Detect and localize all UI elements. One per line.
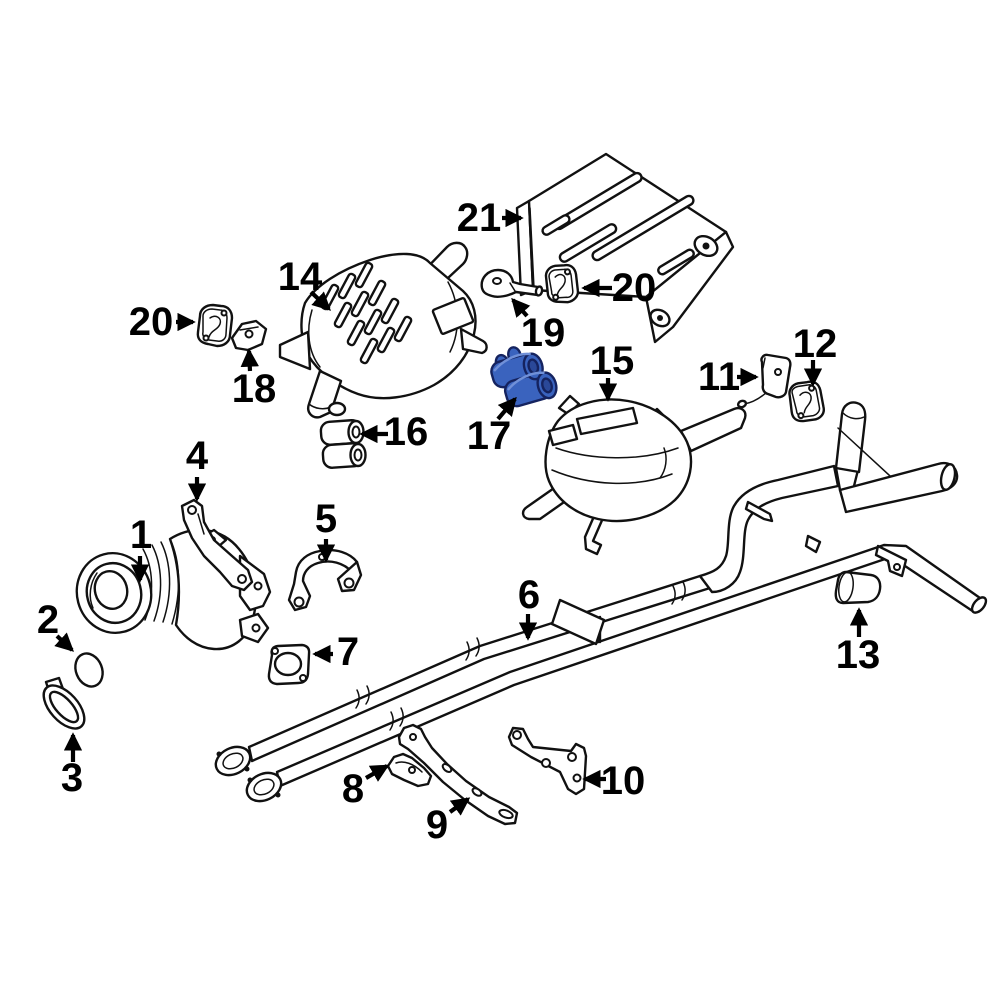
part-14-rear-muffler [278,241,488,419]
callout-20-label: 20 [612,266,657,310]
callout-18-label: 18 [232,367,277,411]
part-12-rubber-mount [788,380,825,423]
callout-13-label: 13 [836,633,881,677]
callout-17-arrow [496,396,517,421]
callout-9-arrow [448,797,471,816]
part-2-seal-ring [74,652,104,688]
callout-8-arrow [364,764,390,782]
muffler-louver-slots [320,261,413,365]
part-7-flange-gasket [267,643,311,686]
pipe-joint-marks [355,581,686,731]
part-19-hanger-with-pin [480,268,544,298]
callout-5-label: 5 [315,497,337,541]
callout-2-arrow [54,632,75,652]
part-20-rubber-mount-right [544,263,580,304]
callout-21-label: 21 [457,196,502,240]
callout-6-label: 6 [518,573,540,617]
part-10-bracket-plate [507,726,588,796]
callout-18-arrow [240,348,260,372]
part-17-clamp-highlighted [490,346,558,408]
callout-8-label: 8 [342,767,364,811]
callout-14-label: 14 [278,255,323,299]
callout-17-label: 17 [467,414,512,458]
part-3-clamp-ring [42,676,86,730]
callout-14-arrow [309,290,332,311]
part-15-rear-muffler [521,394,747,556]
callout-3-label: 3 [61,756,83,800]
part-16-clamp [319,401,367,469]
callout-11-label: 11 [698,355,740,399]
callout-9-label: 9 [426,803,448,847]
callout-2-label: 2 [37,598,59,642]
callout-7-label: 7 [337,630,359,674]
callout-19-arrow [511,297,531,318]
part-6-exhaust-pipe-assembly [214,401,988,803]
part-21-heat-shield [515,152,735,344]
callout-4-label: 4 [186,434,209,478]
part-13-pipe-sleeve [834,570,882,605]
part-9-support-strap [397,723,519,826]
callout-1-label: 1 [130,513,152,557]
callout-15-label: 15 [590,339,635,383]
callout-19-label: 19 [521,311,566,355]
callout-12-label: 12 [793,322,838,366]
callout-20-label: 20 [129,300,174,344]
part-20-rubber-mount-left [196,303,234,348]
part-18-bracket [230,319,268,352]
part-11-bracket-with-pin [736,353,792,409]
part-4-support-bracket [180,498,254,592]
part-8-bracket [386,752,433,788]
callout-10-label: 10 [601,759,646,803]
callout-16-label: 16 [384,410,429,454]
